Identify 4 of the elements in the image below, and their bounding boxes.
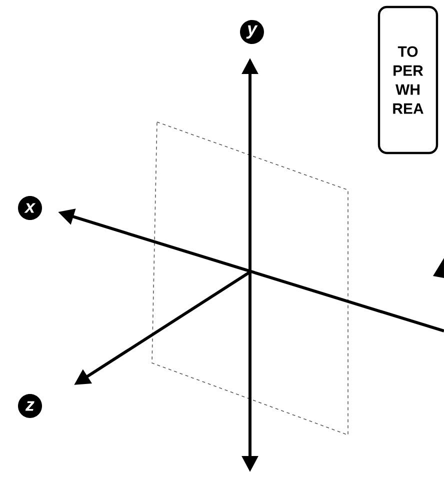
axis-label: y: [240, 20, 264, 44]
speech-box: TO PER WH REA: [378, 6, 438, 154]
axis-label: x: [18, 196, 42, 220]
axis-label: z: [18, 394, 42, 418]
